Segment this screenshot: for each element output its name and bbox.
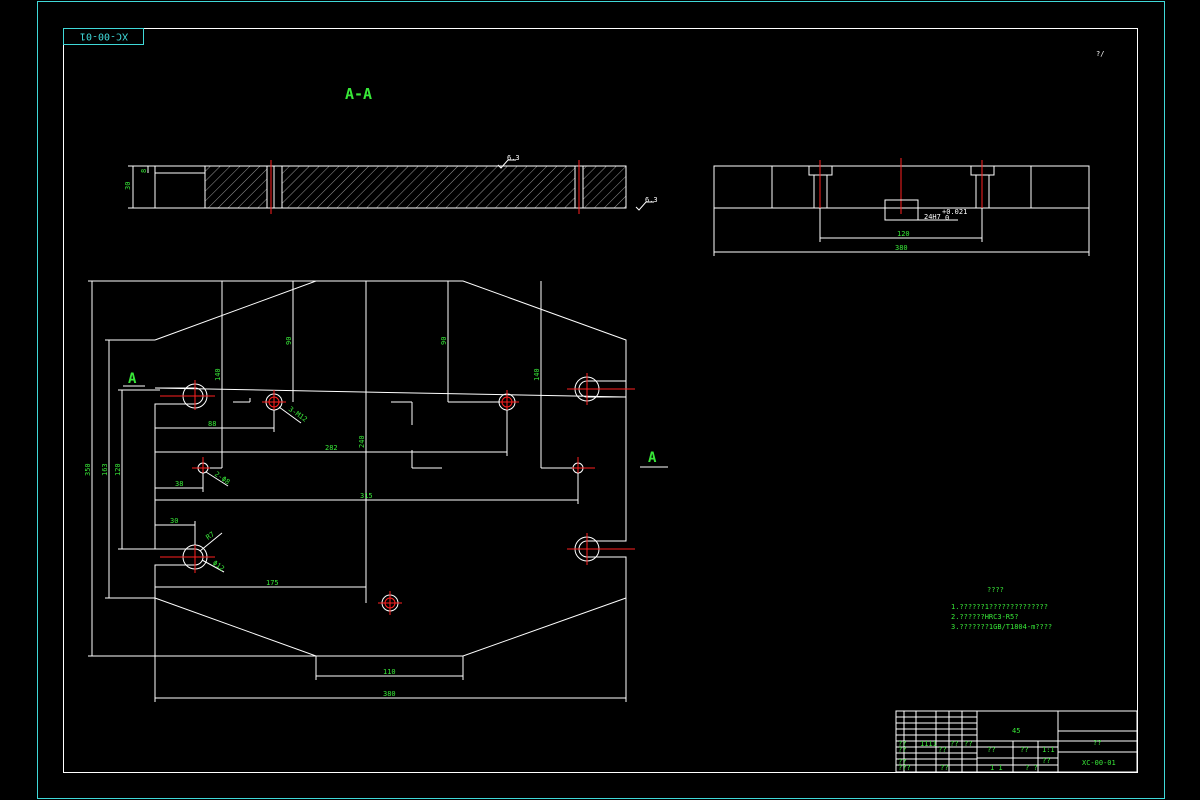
dim-side-overall: 380 <box>895 244 908 252</box>
callout-slot: Φ12 <box>211 559 226 573</box>
tb-material: 45 <box>1012 727 1020 735</box>
notes-title: ???? <box>987 586 1004 594</box>
dim-section-step: 8 <box>140 169 148 173</box>
tb-c7: ?? <box>898 758 906 766</box>
hatch-area-mid <box>282 166 575 208</box>
tb-c16: ? ? <box>1025 764 1038 772</box>
tb-c3: 1111 <box>920 740 937 748</box>
hatch-area-left <box>205 166 267 208</box>
tb-c4: ?? <box>950 740 958 748</box>
roughness-bottom: 6.3 <box>645 196 658 204</box>
code-tag: XC-00-01 <box>80 31 128 42</box>
tb-c10: ?? <box>987 746 995 754</box>
dim-88: 88 <box>208 420 216 428</box>
dim-side-inner: 120 <box>897 230 910 238</box>
tb-c2: ?? <box>898 746 906 754</box>
tb-c5: ?? <box>964 740 972 748</box>
section-view: 30 8 6.3 6.3 <box>124 154 658 214</box>
dim-30: 30 <box>170 517 178 525</box>
technical-notes: ???? 1.??????1?????????????? 2.??????HRC… <box>951 586 1052 631</box>
callout-pin: 2-Φ8 <box>213 470 231 486</box>
fit-label: 24H7 <box>924 213 941 221</box>
section-title: A-A <box>345 85 372 103</box>
callout-r7: R7 <box>205 530 217 541</box>
dim-163: 163 <box>101 463 109 476</box>
dim-240: 240 <box>358 435 366 448</box>
outer-frame <box>37 1 1165 799</box>
dim-section-height: 30 <box>124 182 132 190</box>
dim-90-left: 90 <box>285 337 293 345</box>
dim-282: 282 <box>325 444 338 452</box>
section-marker-left: A <box>128 371 137 387</box>
title-block: ?? ?? 1111 ?? ?? ?? ?? ??? ?? ?? ?? 1:1 … <box>895 710 1138 773</box>
fit-tolerance-lower: 0 <box>945 214 949 222</box>
tb-c11: ?? <box>1020 746 1028 754</box>
tb-c1: ?? <box>898 740 906 748</box>
dim-38: 38 <box>175 480 183 488</box>
code-tag-box <box>63 28 144 45</box>
dim-380: 380 <box>383 690 396 698</box>
fit-tolerance-upper: +0.021 <box>942 208 967 216</box>
plan-view: A A 90 90 140 140 240 88 282 38 315 <box>84 280 668 702</box>
note-line-3: 3.???????1GB/T1804-m???? <box>951 623 1052 631</box>
tb-c12: 1:1 <box>1042 746 1055 754</box>
dim-110: 110 <box>383 668 396 676</box>
roughness-top: 6.3 <box>507 154 520 162</box>
note-line-2: 2.??????HRC3-R5? <box>951 613 1018 621</box>
dim-90-right: 90 <box>440 337 448 345</box>
dim-120: 120 <box>114 463 122 476</box>
tb-c9: ?? <box>940 764 948 772</box>
tb-part-name: ?? <box>1093 739 1101 747</box>
tb-drawing-no: XC-00-01 <box>1082 759 1116 767</box>
dim-350: 350 <box>84 463 92 476</box>
dim-175: 175 <box>266 579 279 587</box>
dim-140-left: 140 <box>214 368 222 381</box>
tb-c6: ?? <box>938 746 946 754</box>
plate-outline <box>154 280 627 657</box>
note-line-1: 1.??????1?????????????? <box>951 603 1048 611</box>
tb-c14: 1 1 <box>990 764 1003 772</box>
inner-frame <box>63 28 1138 773</box>
hatch-area-right <box>583 166 626 208</box>
tb-c13: ?? <box>1042 757 1050 765</box>
tb-c8: ??? <box>898 764 911 772</box>
roughness-corner-symbol: ?/ <box>1096 50 1104 58</box>
section-marker-right: A <box>648 450 657 466</box>
side-view: 24H7 +0.021 0 120 380 <box>713 158 1090 256</box>
dim-140-right: 140 <box>533 368 541 381</box>
dim-315: 315 <box>360 492 373 500</box>
